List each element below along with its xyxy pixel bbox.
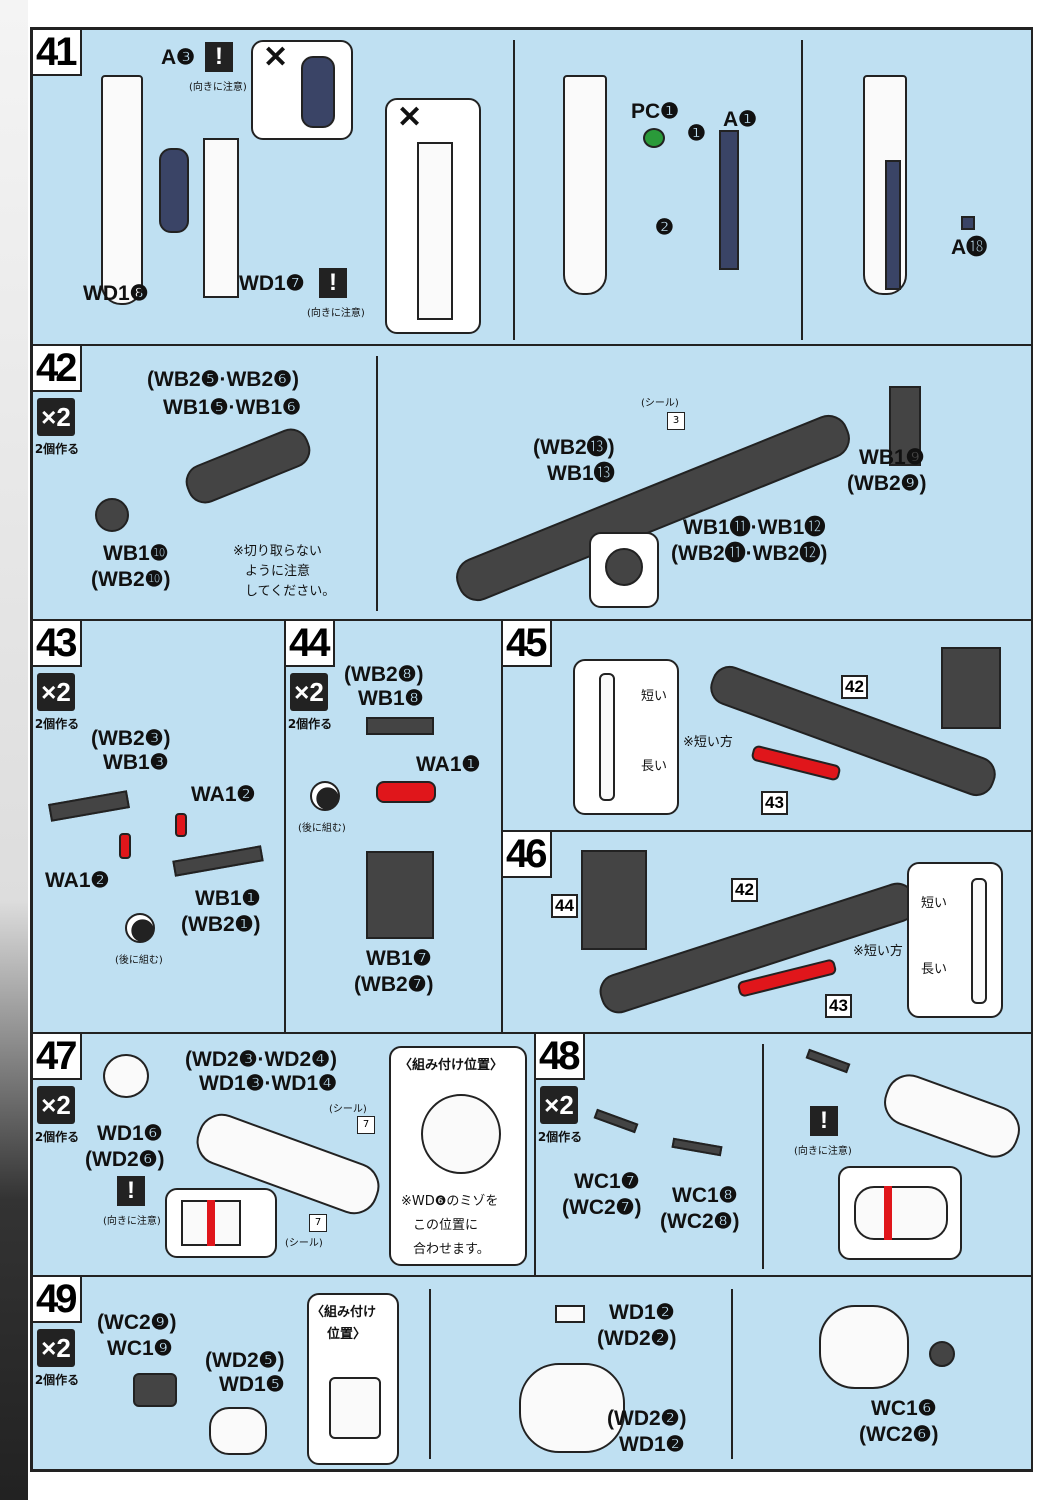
joint-assembled bbox=[819, 1305, 909, 1389]
times-two-badge: ×2 bbox=[37, 398, 75, 436]
a18-part bbox=[961, 216, 975, 230]
pc1-part bbox=[643, 128, 665, 148]
length-guide-inset: 短い 長い bbox=[573, 659, 679, 815]
wrong-orientation-inset: ✕ bbox=[251, 40, 353, 140]
wd15-part bbox=[209, 1407, 267, 1455]
step-ref-43: 43 bbox=[761, 791, 788, 815]
wc17-part bbox=[593, 1108, 639, 1134]
wd16-part bbox=[103, 1054, 149, 1098]
step-41: 41 A❸ ! (向きに注意) WD1❽ WD1❼ ! (向きに注意) ✕ ✕ … bbox=[32, 29, 1032, 345]
assemble-later-icon bbox=[310, 781, 340, 811]
scope-part bbox=[889, 386, 921, 466]
step-ref-44: 44 bbox=[551, 894, 578, 918]
step-ref-42: 42 bbox=[841, 675, 868, 699]
detail-inset bbox=[589, 532, 659, 608]
wc18-part bbox=[671, 1137, 723, 1157]
claw-part bbox=[805, 1048, 851, 1074]
cap-part bbox=[555, 1305, 585, 1323]
wrong-mark: ✕ bbox=[263, 41, 289, 74]
position-guide-inset: 〈組み付け 位置〉 bbox=[307, 1293, 399, 1465]
background-edge bbox=[0, 0, 28, 1500]
muzzle-part bbox=[95, 498, 129, 532]
a1-part bbox=[719, 130, 739, 270]
wc19-part bbox=[133, 1373, 177, 1407]
a3-part bbox=[159, 148, 189, 233]
step-49: 49 ×2 2個作る (WC2❾) WC1❾ (WD2❺) WD1❺ 〈組み付け… bbox=[32, 1276, 1032, 1470]
wd18-part bbox=[101, 75, 143, 305]
caution-icon: ! bbox=[117, 1176, 145, 1206]
wing-part bbox=[563, 75, 607, 295]
step-47: 47 ×2 2個作る WD1❻ (WD2❻) ! (向きに注意) (WD2❸·W… bbox=[32, 1033, 535, 1276]
wrong-orientation-inset: ✕ bbox=[385, 98, 481, 334]
position-guide-inset: 〈組み付け位置〉 ※WD❻のミゾを この位置に 合わせます。 bbox=[389, 1046, 527, 1266]
step-ref-42: 42 bbox=[731, 878, 758, 902]
barrel-part bbox=[180, 423, 316, 509]
step-45: 45 短い 長い 42 ※短い方 43 bbox=[502, 620, 1032, 831]
wb13-part bbox=[48, 790, 130, 822]
cylinder-assembled bbox=[877, 1067, 1027, 1165]
step-42: 42 ×2 2個作る (WB2❺·WB2❻) WB1❺·WB1❻ WB1❿ (W… bbox=[32, 345, 1032, 620]
joint-assembly bbox=[519, 1363, 625, 1453]
step-44: 44 ×2 2個作る (WB2❽) WB1❽ WA1❶ (後に組む) WB1❼ … bbox=[285, 620, 502, 1033]
magazine-part bbox=[581, 850, 647, 950]
step-46: 46 44 42 ※短い方 43 短い 長い bbox=[502, 831, 1032, 1033]
caution-icon: ! bbox=[319, 268, 347, 298]
wb17-part bbox=[366, 851, 434, 939]
wa12-part bbox=[175, 813, 187, 837]
caution-icon: ! bbox=[810, 1106, 838, 1136]
wd17-part bbox=[203, 138, 239, 298]
length-guide-inset: 短い 長い bbox=[907, 862, 1003, 1018]
wb11-part bbox=[172, 845, 264, 877]
ammo-strip bbox=[750, 744, 842, 782]
wb18-part bbox=[366, 717, 434, 735]
step-ref-43: 43 bbox=[825, 994, 852, 1018]
step-43: 43 ×2 2個作る (WB2❸) WB1❸ WA1❷ WA1❷ WB1❶ (W… bbox=[32, 620, 285, 1033]
caution-icon: ! bbox=[205, 42, 233, 72]
wc16-part bbox=[929, 1341, 955, 1367]
step-48: 48 ×2 2個作る WC1❼ (WC2❼) WC1❽ (WC2❽) ! (向き… bbox=[535, 1033, 1032, 1276]
magazine-part bbox=[941, 647, 1001, 729]
instruction-page: 41 A❸ ! (向きに注意) WD1❽ WD1❼ ! (向きに注意) ✕ ✕ … bbox=[30, 27, 1033, 1472]
detail-inset bbox=[165, 1188, 277, 1258]
assemble-later-icon bbox=[125, 913, 155, 943]
wa12-part bbox=[119, 833, 131, 859]
wa11-part bbox=[376, 781, 436, 803]
detail-inset bbox=[838, 1166, 962, 1260]
wrong-mark: ✕ bbox=[397, 101, 423, 134]
step-number: 41 bbox=[33, 30, 82, 76]
sticker-ref: 3 bbox=[667, 412, 685, 430]
